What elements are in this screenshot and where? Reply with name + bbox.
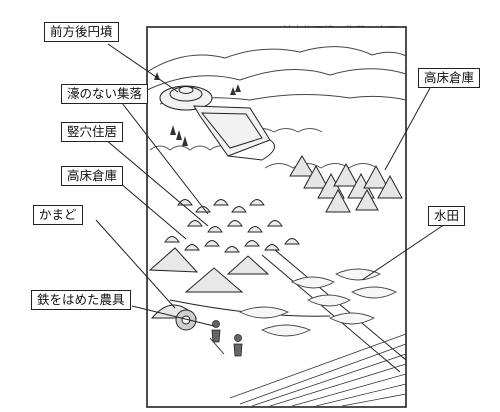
label-granary-right: 高床倉庫 — [418, 68, 481, 88]
people — [209, 320, 243, 357]
leader-granary-left — [119, 182, 187, 240]
paddy-fields — [238, 268, 398, 337]
furrowed-field — [229, 333, 407, 407]
leader-pit-dwelling — [105, 139, 209, 227]
granary-cluster — [289, 155, 403, 213]
leader-granary-right — [384, 87, 431, 171]
label-granary-left: 高床倉庫 — [61, 166, 124, 186]
label-tools: 鉄をはめた農具 — [31, 290, 131, 310]
leader-paddy — [361, 221, 449, 281]
leader-lines — [95, 43, 449, 327]
keyhole-tomb — [159, 85, 275, 161]
leader-kamado — [95, 219, 176, 309]
label-village: 濠のない集落 — [61, 84, 149, 104]
leader-tools — [131, 305, 215, 327]
picture-frame — [146, 26, 407, 408]
leader-village — [121, 102, 209, 215]
label-pit-dwelling: 竪穴住居 — [61, 122, 124, 142]
label-kofun: 前方後円墳 — [44, 22, 119, 42]
hut-group — [148, 247, 270, 331]
label-paddy: 水田 — [428, 206, 466, 226]
pit-dwellings — [164, 199, 300, 253]
leader-kofun — [107, 43, 179, 93]
label-kamado: かまど — [33, 205, 83, 225]
tombside-trees — [154, 72, 241, 146]
